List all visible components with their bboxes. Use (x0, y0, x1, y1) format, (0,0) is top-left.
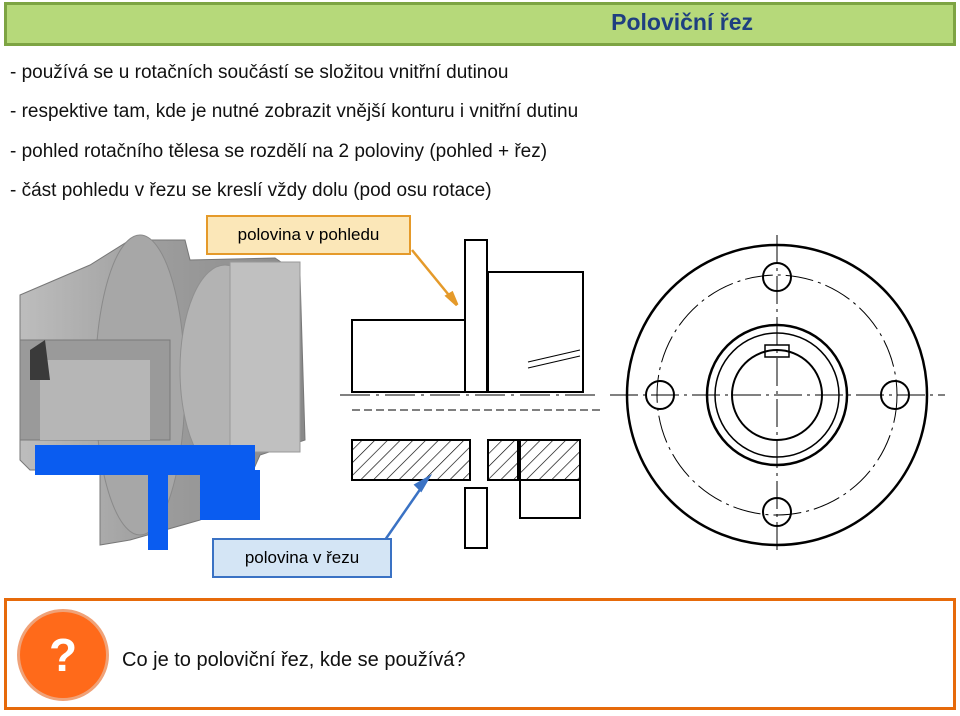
arrowhead-bottom (413, 473, 433, 493)
page-title: Poloviční řez (611, 9, 753, 35)
half-section-3d-model (19, 234, 306, 550)
question-badge-icon: ? (17, 609, 109, 701)
callout-view-half: polovina v pohledu (206, 215, 411, 255)
question-text: Co je to poloviční řez, kde se používá? (122, 649, 466, 671)
half-section-drawing (340, 239, 600, 549)
drawing-canvas (19, 234, 945, 555)
bullet-2: - respektive tam, kde je nutné zobrazit … (10, 101, 579, 122)
title-bar: Poloviční řez (4, 2, 956, 46)
arrowhead-top (444, 290, 459, 307)
bullet-1: - používá se u rotačních součástí se slo… (10, 62, 509, 83)
bullet-3: - pohled rotačního tělesa se rozdělí na … (10, 141, 548, 162)
end-view-drawing (610, 235, 945, 555)
question-box: ? Co je to poloviční řez, kde se používá… (4, 598, 956, 710)
callout-section-half: polovina v řezu (212, 538, 392, 578)
bullet-4: - část pohledu v řezu se kreslí vždy dol… (10, 180, 492, 201)
